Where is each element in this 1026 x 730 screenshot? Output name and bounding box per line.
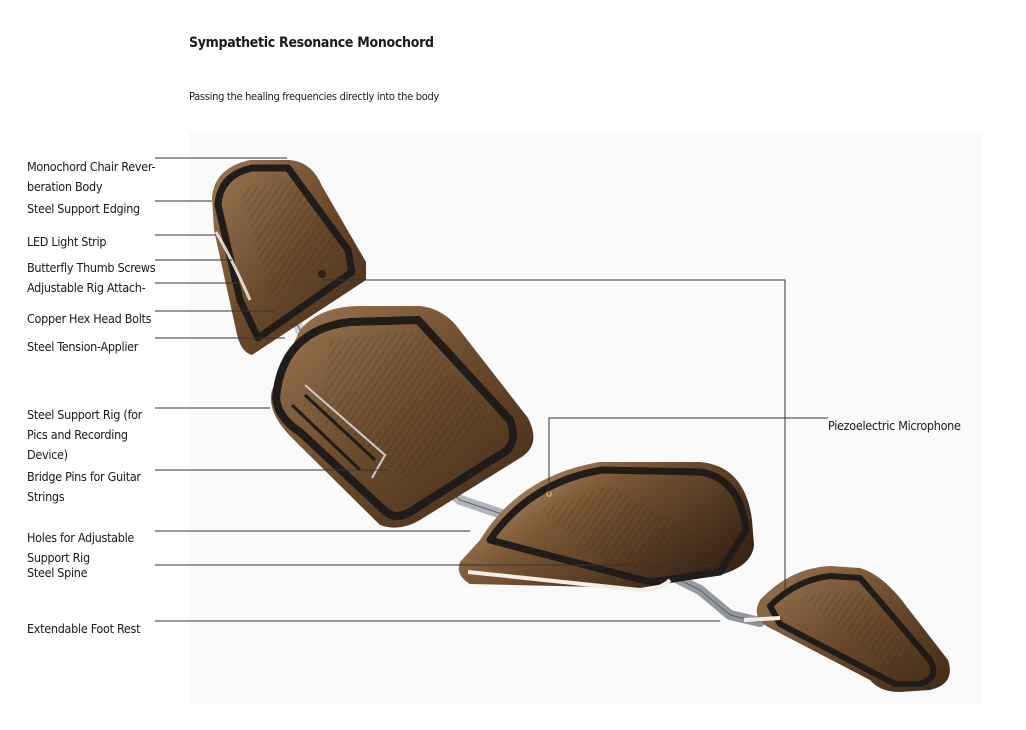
- label-reverberation-body: Monochord Chair Rever-beration Body: [27, 159, 156, 194]
- label-support-edging: Steel Support Edging: [27, 201, 140, 216]
- label-adjustable-holes: Holes for Adjustable Support Rig: [27, 530, 135, 565]
- head-segment: [212, 160, 366, 355]
- label-bridge-pins: Bridge Pins for Guitar Strings: [27, 469, 141, 504]
- label-support-rig: Steel Support Rig (for Pics and Recordin…: [27, 407, 143, 462]
- footrest-segment: [743, 566, 950, 692]
- label-hex-bolts: Copper Hex Head Bolts: [27, 311, 152, 326]
- label-foot-rest: Extendable Foot Rest: [27, 621, 141, 636]
- label-tension-applier: Steel Tension-Applier: [27, 339, 139, 354]
- page-subtitle: Passing the healing frequencies directly…: [189, 90, 439, 103]
- label-piezo-microphone: Piezoelectric Microphone: [828, 418, 961, 433]
- leader-lines: [155, 157, 828, 622]
- label-thumb-screws: Butterfly Thumb Screws: [27, 260, 156, 275]
- back-segment: [270, 306, 534, 528]
- page-title: Sympathetic Resonance Monochord: [189, 35, 434, 51]
- label-rig-attach: Adjustable Rig Attach-: [27, 280, 146, 295]
- label-led-strip: LED Light Strip: [27, 234, 107, 249]
- label-steel-spine: Steel Spine: [27, 565, 88, 580]
- seat-segment: [458, 462, 754, 593]
